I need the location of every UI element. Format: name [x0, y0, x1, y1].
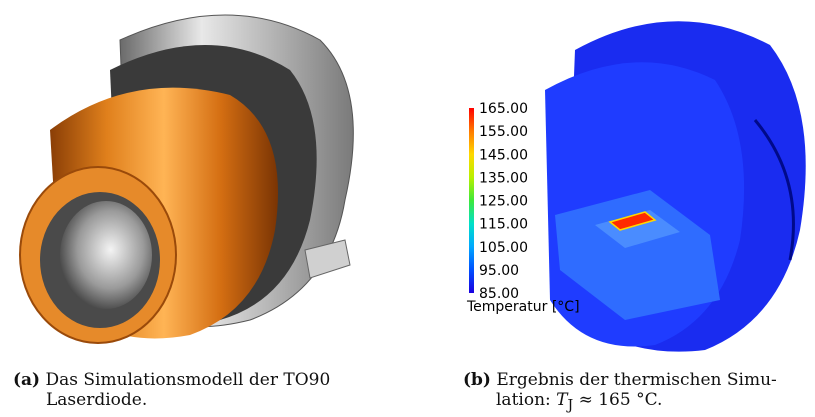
legend-tick-label: 145.00 [479, 147, 528, 163]
figure-b-simulation: 165.00 155.00 145.00 135.00 125.00 115.00 105.… [455, 0, 815, 360]
caption-b-label: (b) [463, 370, 491, 390]
legend-tick-label: 165.00 [479, 101, 528, 117]
caption-b-math-sub: J [567, 397, 574, 414]
legend-tick-label: 155.00 [479, 124, 528, 140]
sim-edge [753, 119, 795, 261]
legend-title: Temperatur [°C] [466, 299, 580, 315]
legend-tick-label: 85.00 [479, 286, 519, 302]
legend-color-bar [469, 108, 474, 293]
bore-inner [60, 201, 152, 309]
caption-a-line1: Das Simulationsmodell der TO90 [45, 370, 331, 390]
caption-b: (b) Ergebnis der thermischen Simu- latio… [463, 370, 803, 415]
legend-tick-label: 135.00 [479, 170, 528, 186]
caption-b-math-t: T [556, 390, 568, 410]
legend-tick-label: 105.00 [479, 240, 528, 256]
sim-mount [555, 190, 720, 320]
caption-b-line1: Ergebnis der thermischen Simu- [496, 370, 777, 390]
caption-b-suffix: ≈ 165 °C. [573, 390, 663, 410]
simulation-illustration [545, 21, 806, 352]
flange-notch [304, 239, 351, 279]
legend-tick-label: 95.00 [479, 263, 519, 279]
caption-b-prefix: lation: [496, 390, 557, 410]
legend-tick-label: 125.00 [479, 194, 528, 210]
caption-a: (a) Das Simulationsmodell der TO90 Laser… [13, 370, 343, 410]
sim-hotspot [608, 211, 657, 231]
caption-b-line2: lation: TJ ≈ 165 °C. [463, 390, 803, 415]
caption-a-line2: Laserdiode. [46, 390, 148, 410]
figure-a-model [0, 0, 360, 345]
to90-model-illustration [19, 14, 354, 344]
temperature-legend: 165.00 155.00 145.00 135.00 125.00 115.00 105.… [466, 101, 580, 315]
legend-tick-label: 115.00 [479, 217, 528, 233]
caption-a-label: (a) [13, 370, 41, 390]
